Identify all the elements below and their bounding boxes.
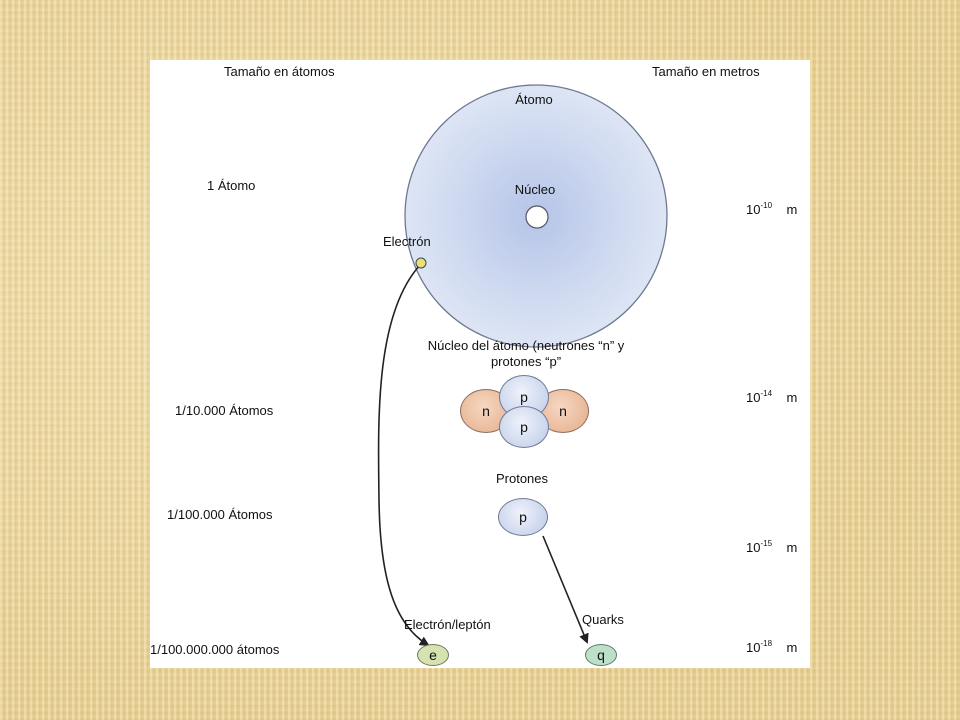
scale-right-2-unit: m — [786, 390, 798, 405]
scale-right-3: 10-15 m — [746, 539, 798, 558]
nucleus-label: Núcleo — [514, 182, 556, 197]
single-proton: p — [498, 498, 548, 536]
scale-left-1: 1 Átomo — [207, 178, 256, 193]
nucleus-section-title: Núcleo del átomo (neutrones “n” y proton… — [428, 338, 625, 370]
diagram-panel: Tamaño en átomos Tamaño en metros Átomo … — [150, 60, 810, 668]
nucleus-section-title-line1: Núcleo del átomo (neutrones “n” y — [427, 338, 625, 353]
atom-title: Átomo — [515, 92, 553, 107]
scale-right-3-unit: m — [786, 540, 798, 555]
quark: q — [585, 644, 617, 666]
diagram-graphics — [377, 84, 668, 647]
scale-right-4-exp: -18 — [760, 639, 773, 648]
left-column-header: Tamaño en átomos — [224, 64, 335, 79]
scale-right-1-exp: -10 — [760, 201, 773, 210]
scale-right-2: 10-14 m — [746, 389, 798, 408]
scale-right-4-unit: m — [786, 640, 798, 655]
scale-left-4: 1/100.000.000 átomos — [150, 642, 280, 657]
quarks-label: Quarks — [582, 612, 624, 627]
proton-to-quark-arrow — [542, 535, 589, 644]
scale-right-2-base: 10 — [746, 390, 761, 405]
right-column-header: Tamaño en metros — [652, 64, 760, 79]
electron-path — [377, 264, 430, 647]
scale-right-1: 10-10 m — [746, 201, 798, 220]
scale-right-1-unit: m — [786, 202, 798, 217]
electron-dot — [415, 257, 427, 269]
scale-right-2-exp: -14 — [760, 389, 773, 398]
electron-lepton-label: Electrón/leptón — [404, 617, 491, 632]
scale-left-2: 1/10.000 Átomos — [175, 403, 274, 418]
scale-left-3: 1/100.000 Átomos — [167, 507, 273, 522]
nucleus-dot — [525, 205, 549, 229]
protons-title: Protones — [495, 471, 549, 486]
scale-right-3-base: 10 — [746, 540, 761, 555]
electron-label: Electrón — [383, 234, 431, 249]
scale-right-1-base: 10 — [746, 202, 761, 217]
proton-bottom: p — [499, 406, 549, 448]
scale-right-3-exp: -15 — [760, 539, 773, 548]
nucleus-section-title-line2: protones “p” — [490, 354, 562, 369]
scale-right-4: 10-18 m — [746, 639, 798, 658]
scale-right-4-base: 10 — [746, 640, 761, 655]
electron-lepton: e — [417, 644, 449, 666]
